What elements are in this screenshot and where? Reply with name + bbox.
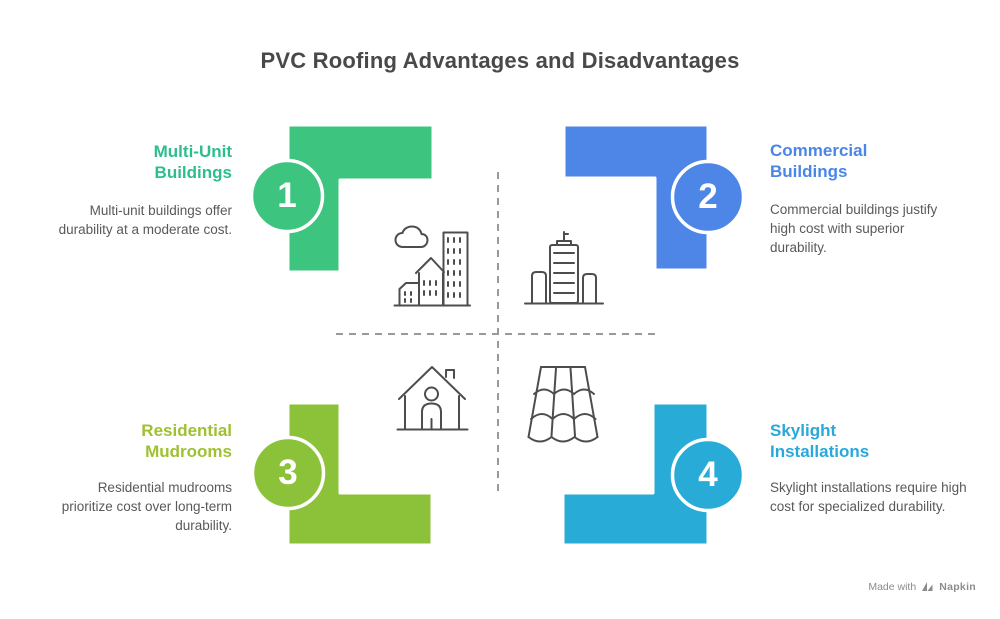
quadrant-2-text: Commercial Buildings Commercial building… bbox=[770, 140, 960, 257]
quadrant-1-text: Multi-Unit Buildings Multi-unit building… bbox=[50, 141, 232, 239]
house-person-icon bbox=[396, 366, 469, 431]
step-3-circle bbox=[250, 435, 326, 511]
made-with-napkin-watermark[interactable]: Made with Napkin bbox=[868, 581, 976, 593]
quadrant-3-shape bbox=[286, 401, 434, 547]
made-with-label: Made with bbox=[868, 581, 917, 593]
napkin-logo-icon bbox=[922, 582, 933, 591]
quadrant-4-description: Skylight installations require high cost… bbox=[770, 480, 967, 514]
quadrant-3-description: Residential mudrooms prioritize cost ove… bbox=[61, 480, 232, 533]
quadrant-1-shape bbox=[286, 123, 435, 274]
quadrant-3-text: Residential Mudrooms Residential mudroom… bbox=[50, 420, 232, 535]
quadrant-1-description: Multi-unit buildings offer durability at… bbox=[58, 203, 232, 237]
quadrant-4-shape bbox=[561, 401, 710, 547]
step-1-circle bbox=[249, 158, 325, 234]
step-4-circle bbox=[670, 437, 746, 513]
quadrant-2-shape bbox=[562, 123, 710, 272]
napkin-brand-label: Napkin bbox=[939, 581, 976, 593]
quadrant-4-text: Skylight Installations Skylight installa… bbox=[770, 420, 970, 516]
quadrant-1-title: Multi-Unit Buildings bbox=[153, 142, 232, 182]
step-2-circle bbox=[670, 159, 746, 235]
quadrant-4-title: Skylight Installations bbox=[770, 421, 870, 461]
skyscraper-icon bbox=[524, 231, 604, 305]
page-title: PVC Roofing Advantages and Disadvantages bbox=[260, 48, 740, 73]
quadrant-2-title: Commercial Buildings bbox=[770, 141, 868, 181]
quadrant-2-description: Commercial buildings justify high cost w… bbox=[770, 202, 938, 255]
city-buildings-icon bbox=[393, 225, 471, 307]
roof-tiles-icon bbox=[527, 366, 599, 443]
quadrant-3-title: Residential Mudrooms bbox=[141, 421, 232, 461]
